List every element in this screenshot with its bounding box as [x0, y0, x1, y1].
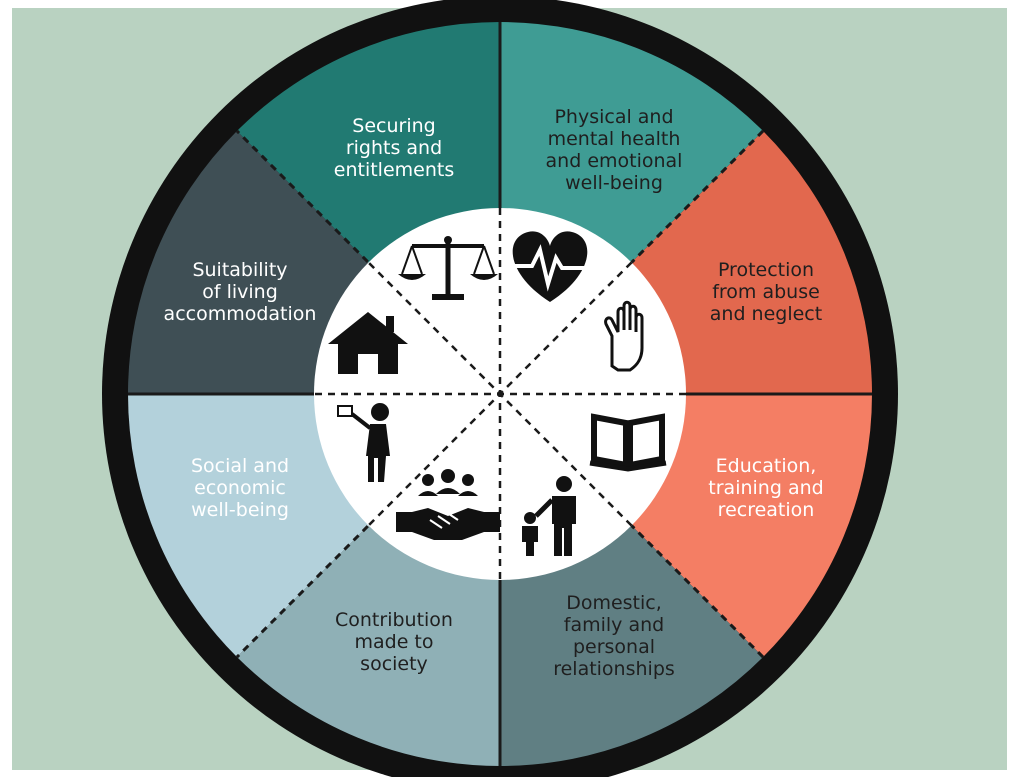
segment-label-line: family and — [564, 614, 664, 636]
divider-line — [235, 129, 765, 659]
segment-label-line: society — [360, 653, 428, 675]
raised-hand-icon — [604, 300, 644, 372]
house-icon — [328, 312, 408, 374]
segment-label-line: from abuse — [712, 281, 820, 303]
segment-label-line: and emotional — [546, 150, 683, 172]
segment-label-line: Domestic, — [566, 592, 662, 614]
segment-label-line: of living — [202, 281, 278, 303]
segment-label-line: made to — [354, 631, 433, 653]
segment-label-line: entitlements — [334, 159, 454, 181]
segment-label-line: mental health — [548, 128, 681, 150]
person-presenting-icon — [337, 403, 390, 482]
segment-label-line: personal — [573, 636, 655, 658]
divider-line — [235, 129, 765, 659]
segment-label-line: rights and — [346, 137, 442, 159]
segment-label-line: Education, — [716, 455, 817, 477]
scales-of-justice-icon — [398, 236, 498, 300]
inner-divider-line — [367, 261, 633, 527]
segment-label-line: and neglect — [710, 303, 822, 325]
handshake-group-icon — [396, 469, 500, 540]
segment-label-line: Social and — [191, 455, 289, 477]
segment-label-line: training and — [708, 477, 823, 499]
heart-pulse-icon — [512, 231, 588, 302]
segment-label-line: relationships — [553, 658, 675, 680]
segment-label-line: Physical and — [554, 106, 673, 128]
segment-label-line: Suitability — [192, 259, 287, 281]
segment-label-line: well-being — [565, 172, 663, 194]
segment-label-line: recreation — [718, 499, 815, 521]
segment-label-line: Securing — [352, 115, 435, 137]
segment-label-line: well-being — [191, 499, 289, 521]
open-book-icon — [589, 413, 667, 472]
segment-label-line: accommodation — [164, 303, 317, 325]
parent-child-icon — [522, 476, 576, 556]
segment-label-line: Protection — [718, 259, 814, 281]
segment-label-line: Contribution — [335, 609, 453, 631]
segment-label-line: economic — [194, 477, 286, 499]
inner-dividers — [314, 208, 686, 580]
